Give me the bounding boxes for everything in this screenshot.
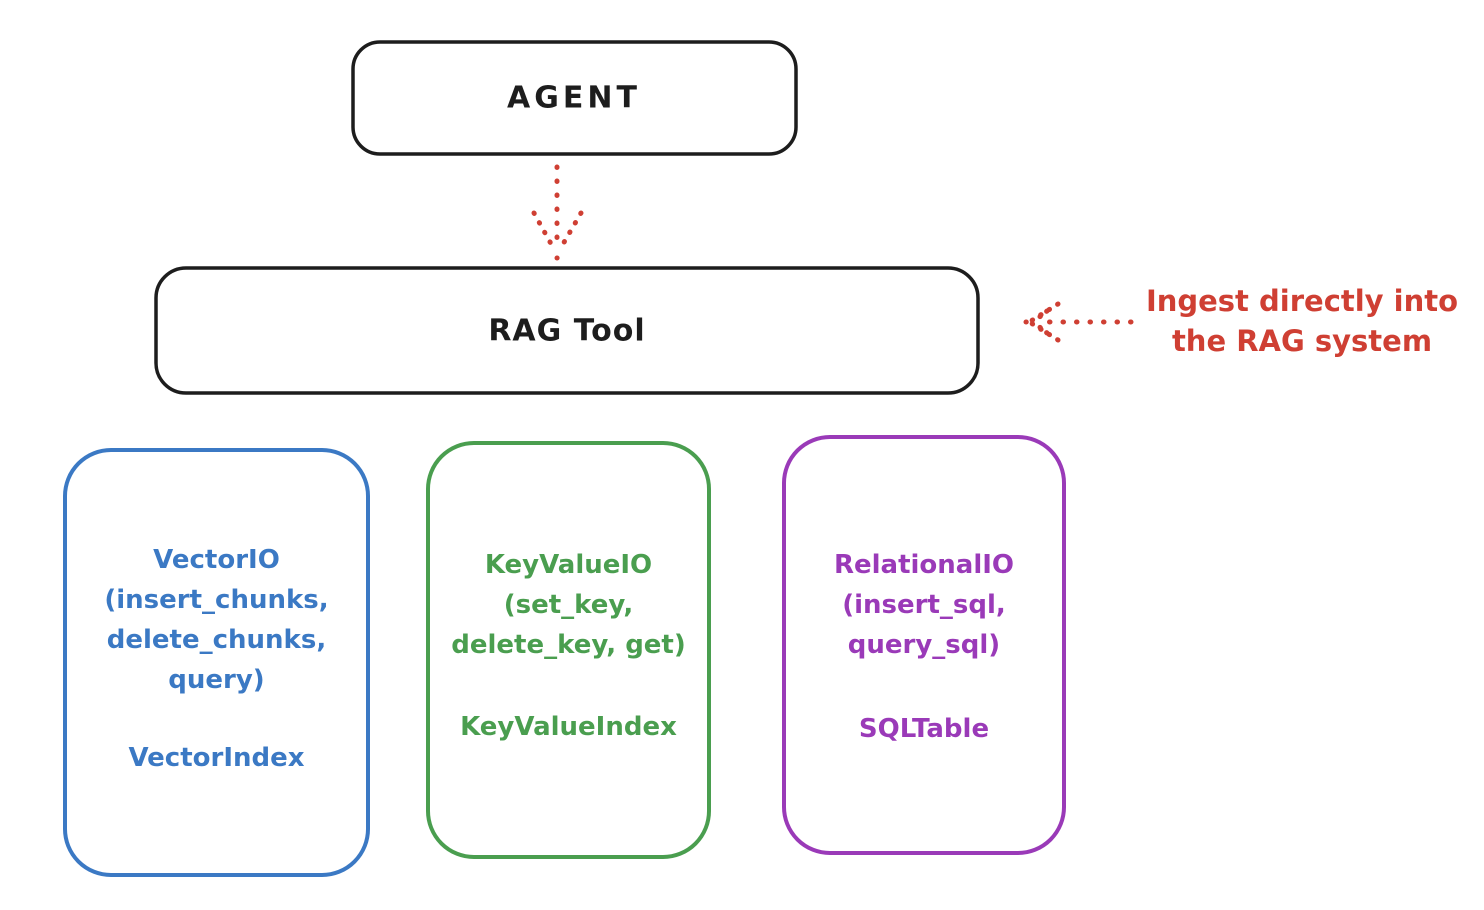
vector-io-title: VectorIO xyxy=(153,545,280,575)
vector-index-label: VectorIndex xyxy=(128,743,305,773)
vector-io-text: VectorIO (insert_chunks, delete_chunks, … xyxy=(65,540,368,778)
ingest-annotation: Ingest directly into the RAG system xyxy=(1146,281,1458,361)
rag-tool-box xyxy=(154,266,980,395)
dotted-arrow-down xyxy=(531,164,584,261)
agent-box xyxy=(351,40,798,156)
vector-io-param: delete_chunks, xyxy=(106,625,327,655)
dotted-arrow-left xyxy=(1023,301,1134,343)
vector-io-param: (insert_chunks, xyxy=(104,585,329,615)
keyvalue-io-text: KeyValueIO (set_key, delete_key, get) Ke… xyxy=(428,545,709,747)
vector-io-box xyxy=(63,448,370,877)
vector-io-param: query) xyxy=(168,665,265,695)
relational-io-title: RelationalIO xyxy=(833,550,1015,580)
keyvalue-io-title: KeyValueIO xyxy=(484,550,653,580)
relational-io-param: query_sql) xyxy=(847,630,1001,660)
relational-io-box xyxy=(782,435,1066,855)
keyvalue-io-param: delete_key, get) xyxy=(451,630,686,660)
ingest-annotation-line2: the RAG system xyxy=(1171,324,1433,358)
keyvalue-io-box xyxy=(426,441,711,859)
relational-io-text: RelationalIO (insert_sql, query_sql) SQL… xyxy=(784,545,1064,749)
relational-io-param: (insert_sql, xyxy=(842,590,1006,620)
rag-tool-label: RAG Tool xyxy=(488,313,646,349)
keyvalue-index-label: KeyValueIndex xyxy=(460,712,677,742)
sql-table-label: SQLTable xyxy=(858,714,990,744)
agent-label: AGENT xyxy=(507,80,641,116)
keyvalue-io-param: (set_key, xyxy=(503,590,634,620)
ingest-annotation-line1: Ingest directly into xyxy=(1145,284,1459,318)
